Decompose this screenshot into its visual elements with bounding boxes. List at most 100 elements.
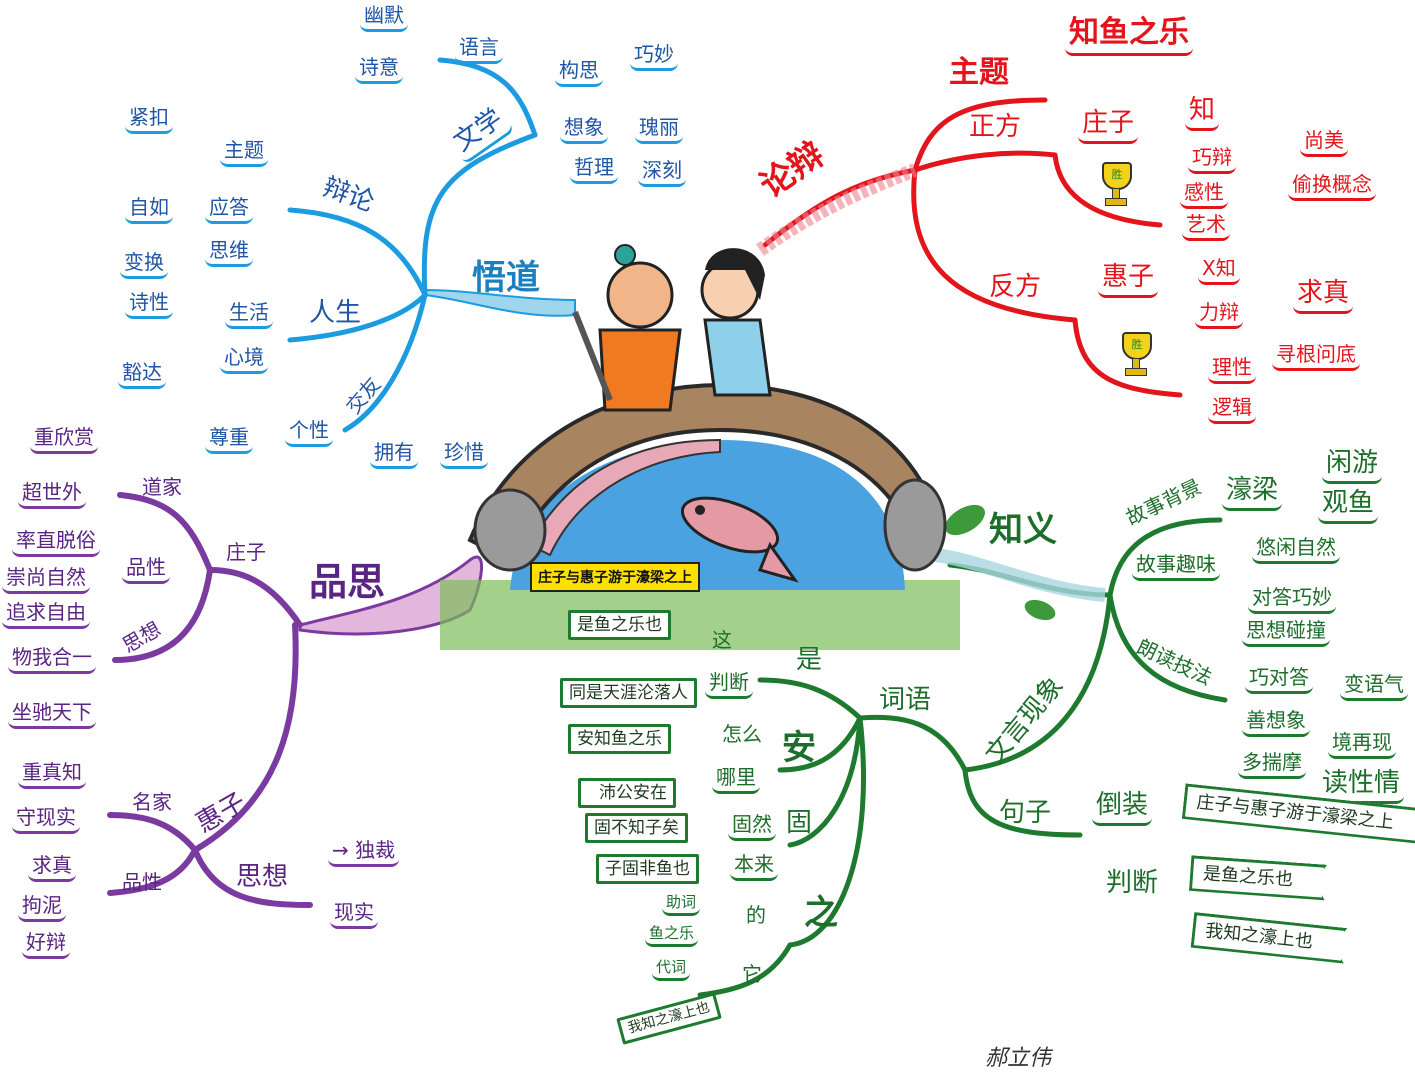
node-nali: 哪里 <box>712 765 760 794</box>
node-ci-zhi: 之 <box>804 893 838 933</box>
branch-huizi-pinxing <box>107 847 198 896</box>
branch-ciyu <box>857 714 968 773</box>
node-zhiyuzhile: 知鱼之乐 <box>1065 15 1193 56</box>
author-signature: 郝立伟 <box>985 1046 1052 1071</box>
gu-example-2: 子固非鱼也 <box>596 854 699 885</box>
node-haobian: 好辩 <box>22 930 70 959</box>
trophy-icon: 胜 <box>1098 162 1132 206</box>
branch-huizi-leaf <box>1072 317 1183 398</box>
zhiyi-title: 知义 <box>989 510 1057 550</box>
branch-zhuti <box>912 97 1048 173</box>
node-zhe: 这 <box>712 628 732 652</box>
node-zuochi: 坐驰天下 <box>8 700 96 729</box>
node-xianshi: 现实 <box>330 900 378 929</box>
node-zenme: 怎么 <box>722 722 762 746</box>
branch-pinsi-sixiang <box>112 567 213 663</box>
node-juzi-panduan: 判断 <box>1106 868 1159 898</box>
node-chongshang: 崇尚自然 <box>2 565 90 594</box>
node-shixing: 诗性 <box>125 290 173 319</box>
node-yuyan: 语言 <box>455 35 503 64</box>
node-yuzhile: 鱼之乐 <box>645 924 699 947</box>
node-guanyu: 观鱼 <box>1318 488 1379 525</box>
node-zz-pinxing: 品性 <box>122 555 170 584</box>
node-lb-zhuti: 主题 <box>949 55 1009 90</box>
huizi-figure <box>700 248 772 397</box>
lunbian-rope <box>755 163 918 256</box>
node-gousi: 构思 <box>555 58 603 87</box>
node-zhongzhenzhi: 重真知 <box>18 760 86 789</box>
leaf-icon <box>945 504 985 536</box>
node-qiaobian: 巧辩 <box>1188 145 1236 174</box>
branch-ci-gu <box>787 715 863 848</box>
node-quwei-a: 悠闲自然 <box>1252 535 1340 564</box>
node-shiyi: 诗意 <box>355 55 403 84</box>
branch-ci-shi <box>757 677 863 721</box>
node-lixing: 理性 <box>1208 355 1256 384</box>
node-huoda: 豁达 <box>118 360 166 389</box>
node-xzhi: X知 <box>1198 256 1240 285</box>
bridge-deck <box>528 438 721 557</box>
node-jinkou: 紧扣 <box>125 105 173 134</box>
pinsi-title: 品思 <box>309 560 386 604</box>
node-ci-gu: 固 <box>786 808 813 838</box>
node-ps-zhuangzi: 庄子 <box>226 540 266 564</box>
node-shenke: 深刻 <box>638 158 686 187</box>
zhiyi-vine <box>934 548 1106 602</box>
node-ci-panduan: 判断 <box>705 670 753 699</box>
node-daojia: 道家 <box>142 475 182 499</box>
node-langdu-a1: 巧对答 <box>1245 665 1313 694</box>
node-ci-an: 安 <box>782 728 816 768</box>
node-yishu: 艺术 <box>1182 212 1230 241</box>
node-hz-sixiang: 思想 <box>236 862 289 892</box>
trophy-label: 胜 <box>1102 162 1132 190</box>
node-chaoshiwai: 超世外 <box>18 480 86 509</box>
node-rensheng: 人生 <box>309 298 362 328</box>
rock-right <box>883 478 947 572</box>
branch-ci-zhi <box>787 715 866 948</box>
shi-example-1: 是鱼之乐也 <box>568 610 671 641</box>
node-guran: 固然 <box>728 812 776 841</box>
grass <box>440 580 960 650</box>
node-ducai: → 独裁 <box>328 838 400 867</box>
node-bianhuan: 变换 <box>120 250 168 279</box>
node-xiangxiang: 想象 <box>560 115 608 144</box>
trophy-label: 胜 <box>1122 332 1152 360</box>
branch-rensheng <box>287 292 428 343</box>
branch-huizi-sixiang <box>192 847 313 908</box>
branch-jiaoyou <box>342 292 428 433</box>
node-youmo: 幽默 <box>360 3 408 32</box>
node-bianlun-zhuti: 主题 <box>220 138 268 167</box>
node-quwei: 故事趣味 <box>1132 552 1220 581</box>
node-ganxing: 感性 <box>1180 180 1228 209</box>
node-yingda: 应答 <box>205 195 253 224</box>
node-xianyou: 闲游 <box>1322 448 1383 485</box>
node-zhengfang: 正方 <box>969 112 1022 142</box>
node-hz-pinxing: 品性 <box>122 870 162 894</box>
node-juni: 拘泥 <box>18 893 66 922</box>
node-zhenxi: 珍惜 <box>440 440 488 469</box>
node-shenghuo: 生活 <box>225 300 273 329</box>
zhuangzi-figure <box>572 244 682 412</box>
branch-ci-an <box>777 715 863 773</box>
node-langdu-c1: 多揣摩 <box>1238 750 1306 779</box>
node-ziru: 自如 <box>125 195 173 224</box>
node-haoliang: 濠梁 <box>1222 475 1283 512</box>
branch-bianlun <box>287 207 428 298</box>
node-juzi: 句子 <box>999 798 1052 828</box>
branch-huizi-mingjia <box>107 812 198 853</box>
leaf-icon <box>1024 599 1056 621</box>
branch-langdu <box>1107 592 1228 703</box>
node-qiuzhen: 求真 <box>1293 278 1354 315</box>
illustration-banner: 庄子与惠子游于濠梁之上 <box>530 562 700 592</box>
trophy-icon: 胜 <box>1118 332 1152 376</box>
node-xungen: 寻根问底 <box>1272 342 1360 371</box>
node-shouxianshi: 守现实 <box>12 805 80 834</box>
gu-example-1: 固不知子矣 <box>585 813 688 844</box>
branch-daojia <box>117 492 213 573</box>
node-ta: 它 <box>742 962 762 986</box>
branch-zhengfang <box>912 150 1058 173</box>
node-gexing: 个性 <box>285 418 333 447</box>
node-daozhuang: 倒装 <box>1092 790 1153 827</box>
wudao-stream <box>424 288 576 317</box>
